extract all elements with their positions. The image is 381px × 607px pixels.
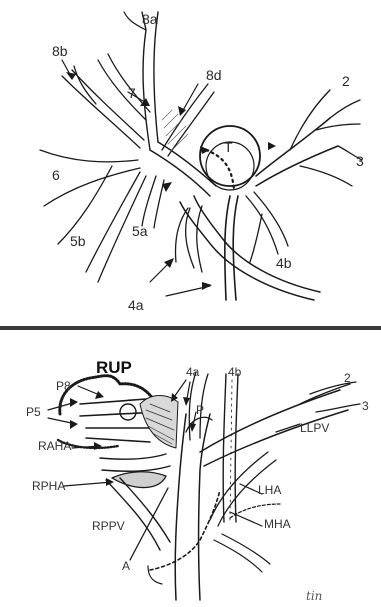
label-2: 2: [344, 371, 351, 385]
branch-8b: [62, 66, 144, 148]
raha-vessel: [100, 454, 170, 471]
bottom-labels: RUP P8 P5 RAHA RPHA RPPV A P 4a 4b 2 3 L…: [26, 358, 369, 603]
label-7: 7: [128, 85, 136, 101]
label-3: 3: [356, 153, 364, 169]
clamp-circle: [120, 404, 136, 420]
vessel-4b-dots: [230, 380, 232, 520]
branch-3: [300, 146, 362, 186]
label-p8: P8: [56, 379, 71, 393]
branch-6: [40, 150, 140, 244]
gda-branch: [148, 566, 162, 584]
label-8a: 8a: [142, 11, 158, 27]
label-rup: RUP: [96, 358, 132, 377]
branch-to-3: [316, 404, 360, 412]
rpha-vessel: [112, 472, 166, 488]
panel-divider: [0, 326, 381, 330]
mha-lower: [214, 534, 270, 572]
arrowheads: [66, 72, 276, 290]
branch-8a: [142, 12, 158, 150]
label-6: 6: [52, 167, 60, 183]
label-p: P: [196, 403, 204, 417]
label-4a: 4a: [186, 365, 200, 379]
label-p5: P5: [26, 405, 41, 419]
branch-4b: [246, 192, 288, 262]
label-5b: 5b: [70, 233, 86, 249]
label-2: 2: [342, 73, 350, 89]
arrow-rpha: [64, 482, 112, 486]
branch-7: [98, 54, 150, 120]
label-8b: 8b: [52, 43, 68, 59]
label-4b: 4b: [276, 255, 292, 271]
a-arrow: [130, 488, 168, 560]
main-portal-vessel: [175, 414, 210, 600]
label-4a: 4a: [128, 297, 144, 313]
label-rpha: RPHA: [32, 479, 65, 493]
arrow-mha: [230, 512, 262, 526]
top-panel: [40, 12, 362, 300]
label-raha: RAHA: [38, 439, 71, 453]
curved-vessel: [180, 196, 320, 300]
label-4b: 4b: [228, 365, 242, 379]
label-tumor: T: [224, 139, 233, 155]
label-8d: 8d: [206, 67, 222, 83]
branch-5a: [142, 176, 164, 228]
label-3: 3: [362, 399, 369, 413]
rppv-vessel: [106, 478, 170, 550]
artist-signature: tin: [306, 589, 322, 603]
branch-8d: [162, 84, 214, 156]
label-5a: 5a: [132, 223, 148, 239]
label-lha: LHA: [258, 483, 281, 497]
branch-to-2: [300, 382, 356, 404]
label-llpv: LLPV: [300, 421, 329, 435]
label-mha: MHA: [264, 517, 291, 531]
label-rppv: RPPV: [92, 519, 125, 533]
label-a: A: [122, 559, 130, 573]
shaded-fan: [140, 396, 178, 449]
